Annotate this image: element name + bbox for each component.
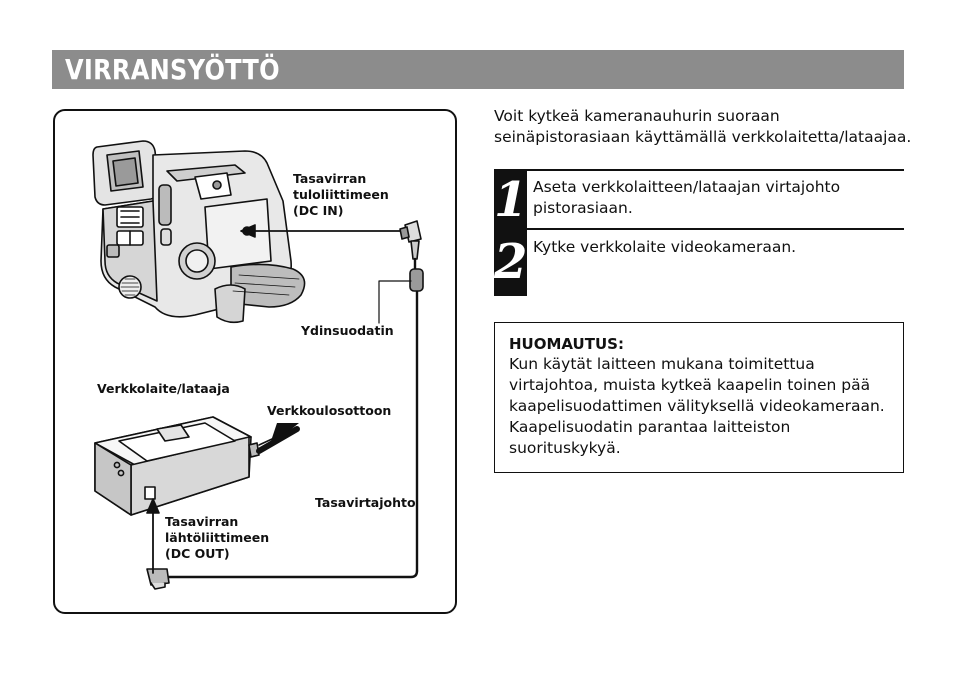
adapter-label: Verkkolaite/lataaja	[97, 381, 230, 396]
connection-diagram: Tasavirran tuloliittimeen (DC IN) Ydinsu…	[53, 109, 457, 614]
outlet-label: Verkkoulosottoon	[267, 403, 392, 418]
title-bar: VIRRANSYÖTTÖ	[52, 50, 904, 89]
step-1-text: Aseta verkkolaitteen/lataajan virtajohto…	[533, 178, 841, 217]
dc-in-label-line2: tuloliittimeen	[293, 187, 389, 202]
intro-text: Voit kytkeä kameranauhurin suoraan seinä…	[494, 107, 912, 146]
step-2-number: 2	[494, 232, 527, 296]
note-body: Kun käytät laitteen mukana toimitettua v…	[509, 355, 885, 457]
page-title: VIRRANSYÖTTÖ	[65, 53, 280, 86]
dc-out-label-line2: lähtöliittimeen	[165, 530, 270, 545]
dc-in-label-line3: (DC IN)	[293, 203, 344, 218]
connection-illustration	[92, 140, 424, 590]
dc-cord-label: Tasavirtajohto	[315, 495, 416, 510]
step-1-rule	[494, 169, 904, 171]
core-filter-label: Ydinsuodatin	[301, 323, 394, 338]
dc-plug-illustration	[399, 220, 422, 260]
dc-in-label-line1: Tasavirran	[293, 171, 367, 186]
step-2-text: Kytke verkkolaite videokameraan.	[533, 238, 797, 256]
camcorder-illustration	[92, 140, 306, 324]
note-heading: HUOMAUTUS:	[509, 335, 624, 353]
note-box: HUOMAUTUS: Kun käytät laitteen mukana to…	[494, 322, 904, 473]
dc-out-label-line1: Tasavirran	[165, 514, 239, 529]
dc-out-label-line3: (DC OUT)	[165, 546, 230, 561]
dc-out-plug-illustration	[146, 568, 170, 590]
adapter-illustration	[94, 416, 260, 516]
step-2-rule	[494, 228, 904, 230]
step-1-number: 1	[494, 170, 527, 232]
core-filter-illustration	[409, 268, 424, 292]
